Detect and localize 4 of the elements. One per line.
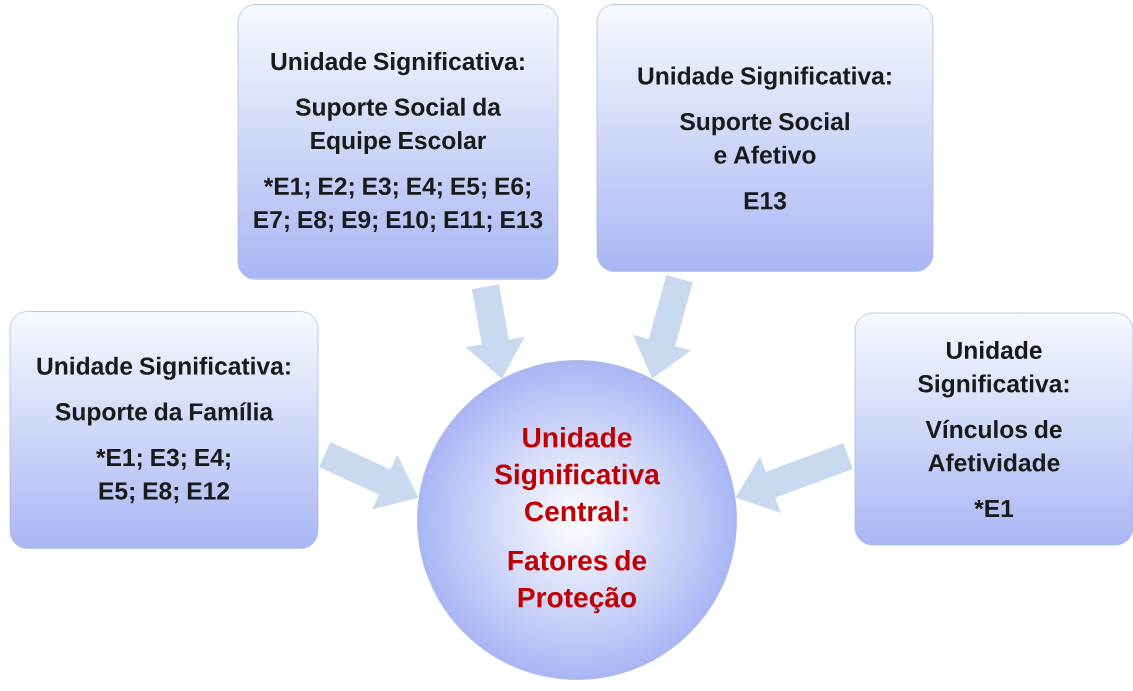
unit-box: Unidade Significativa: Vínculos de Afetividade *E1 <box>854 312 1133 546</box>
unit-box: Unidade Significativa: Suporte da Família *E1; E3; E4; E5; E8; E12 <box>9 311 319 549</box>
unit-box: Unidade Significativa: Suporte Social da Equipe Escolar *E1; E2; E3; E4; E5; E6; E7; E8; E9; E10; E11; E13 <box>237 4 559 280</box>
unit-box: Unidade Significativa: Suporte Social e Afetivo E13 <box>596 4 934 272</box>
